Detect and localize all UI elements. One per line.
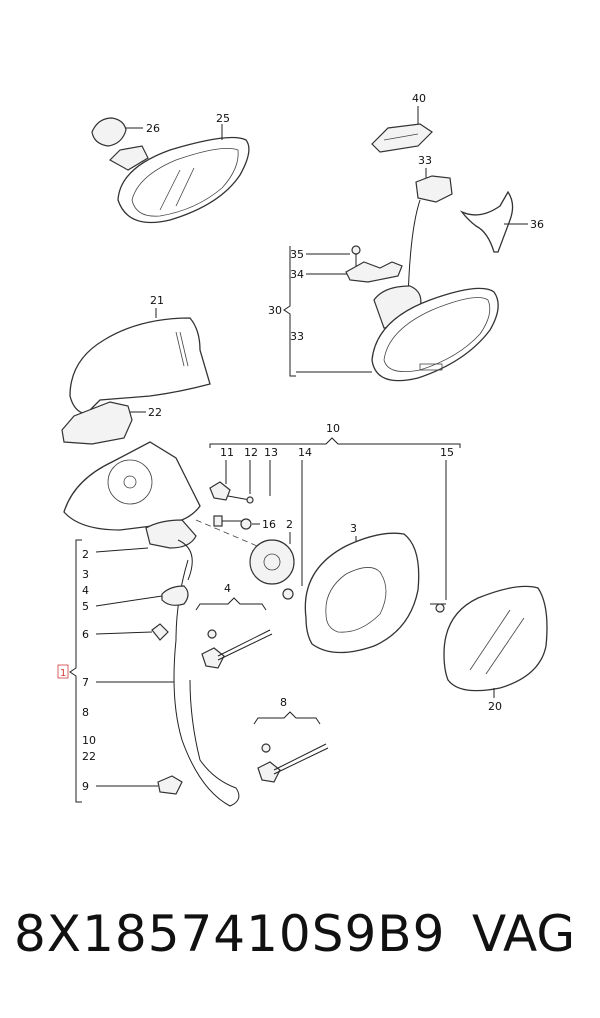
part-34-bracket: [345, 261, 403, 283]
part-26-cap: [91, 117, 143, 147]
label-40: 40: [412, 92, 426, 105]
label-g8: 8: [82, 706, 89, 719]
label-3: 3: [350, 522, 357, 535]
part-33-connector: [407, 175, 453, 301]
part-15-screw: [430, 603, 446, 613]
label-2: 2: [286, 518, 293, 531]
part-16-nut: [240, 518, 260, 530]
wiring-harness: [151, 559, 240, 807]
label-33-bottom: 33: [290, 330, 304, 343]
label-22: 22: [148, 406, 162, 419]
label-g10: 10: [82, 734, 96, 747]
label-8: 8: [280, 696, 287, 709]
label-g22: 22: [82, 750, 96, 763]
part-35-screw: [351, 245, 361, 266]
label-16: 16: [262, 518, 276, 531]
label-13: 13: [264, 446, 278, 459]
label-4: 4: [224, 582, 231, 595]
label-36: 36: [530, 218, 544, 231]
part-12-screw: [227, 495, 254, 504]
label-10: 10: [326, 422, 340, 435]
label-g4: 4: [82, 584, 89, 597]
label-34: 34: [290, 268, 304, 281]
label-g5: 5: [82, 600, 89, 613]
label-11: 11: [220, 446, 234, 459]
label-g7: 7: [82, 676, 89, 689]
label-g9: 9: [82, 780, 89, 793]
part-20-mirror-glass: [443, 585, 548, 692]
part-13-screw: [213, 515, 244, 527]
label-25: 25: [216, 112, 230, 125]
label-12: 12: [244, 446, 258, 459]
part-number: 8X1857410S9B9: [14, 905, 446, 963]
part-4-cable-tie: [201, 629, 273, 669]
part-25-interior-mirror: [109, 124, 250, 224]
parts-diagram: 26 25 40 33 36 35 34 30 33: [57, 92, 548, 807]
label-g3: 3: [82, 568, 89, 581]
part-11-clip: [209, 481, 231, 501]
part-14-screw: [282, 588, 294, 600]
part-30-interior-mirror: [371, 285, 499, 382]
label-14: 14: [298, 446, 312, 459]
label-20: 20: [488, 700, 502, 713]
brand-label: VAG: [472, 905, 576, 963]
label-15: 15: [440, 446, 454, 459]
part-1-mirror-housing: [63, 441, 201, 581]
label-26: 26: [146, 122, 160, 135]
label-30: 30: [268, 304, 282, 317]
label-33-top: 33: [418, 154, 432, 167]
label-g2: 2: [82, 548, 89, 561]
label-35: 35: [290, 248, 304, 261]
part-40-sensor: [371, 123, 433, 153]
part-22-clip: [61, 401, 146, 445]
part-36-cover: [459, 190, 528, 253]
part-3-mirror-frame: [304, 532, 420, 654]
label-1: 1: [60, 668, 66, 679]
part-8-cable-tie: [257, 743, 329, 783]
label-g6: 6: [82, 628, 89, 641]
part-2-adjust-motor: [249, 539, 295, 585]
label-21: 21: [150, 294, 164, 307]
part-21-mirror-cap: [69, 317, 211, 415]
